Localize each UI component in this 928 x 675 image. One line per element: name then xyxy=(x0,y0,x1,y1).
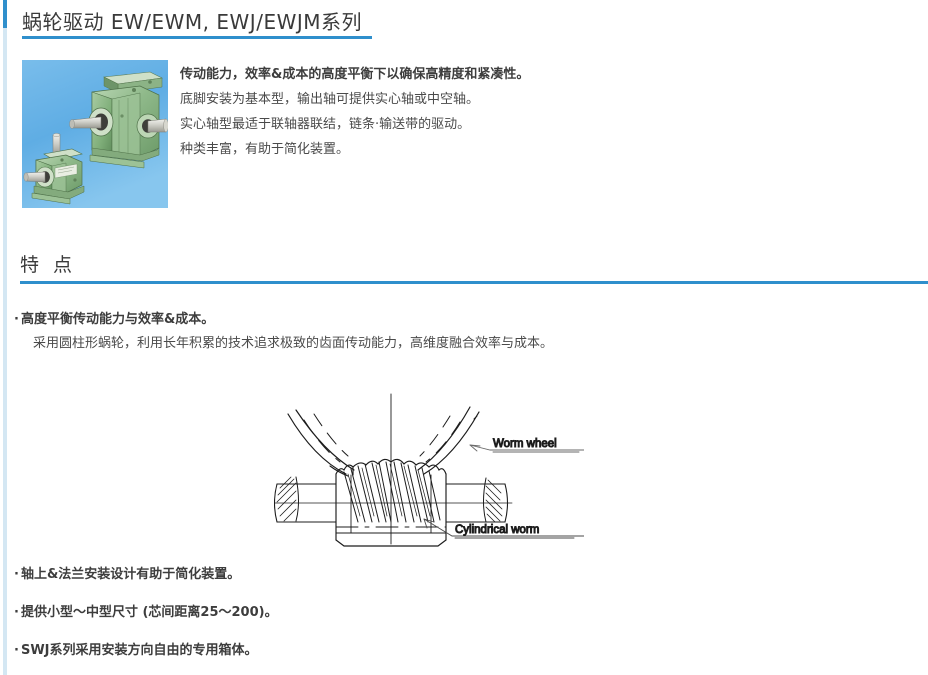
diagram-label-worm-wheel: Worm wheel xyxy=(493,438,557,450)
product-description: 传动能力，效率&成本的高度平衡下以确保高精度和紧凑性。 底脚安装为基本型，输出轴… xyxy=(180,62,900,162)
feature-item-4: ·SWJ系列采用安装方向自由的专用箱体。 xyxy=(14,639,258,658)
feature-item-3: ·提供小型～中型尺寸 (芯间距离25～200)。 xyxy=(14,601,278,620)
features-heading: 特 点 xyxy=(20,254,77,276)
left-accent-rail-highlight xyxy=(3,0,7,28)
feature-item-2-title: 轴上&法兰安装设计有助于简化装置。 xyxy=(20,567,241,582)
page-title: 蜗轮驱动 EW/EWM, EWJ/EWJM系列 xyxy=(22,10,363,34)
feature-item-1: ·高度平衡传动能力与效率&成本。 xyxy=(14,308,214,327)
feature-item-4-title: SWJ系列采用安装方向自由的专用箱体。 xyxy=(20,643,258,658)
product-description-line-3: 实心轴型最适于联轴器联结，链条·输送带的驱动。 xyxy=(180,117,471,132)
product-photo xyxy=(22,60,168,208)
feature-item-1-title: 高度平衡传动能力与效率&成本。 xyxy=(20,312,215,327)
product-description-line-2: 底脚安装为基本型，输出轴可提供实心轴或中空轴。 xyxy=(180,92,480,107)
diagram-label-cylindrical-worm: Cylindrical worm xyxy=(455,524,539,536)
worm-gear-diagram: Worm wheel Cylindrical worm xyxy=(274,392,584,562)
bullet-mark-icon: · xyxy=(14,312,19,327)
feature-item-1-detail: 采用圆柱形蜗轮，利用长年积累的技术追求极致的齿面传动能力，高维度融合效率与成本。 xyxy=(33,336,554,351)
feature-item-2: ·轴上&法兰安装设计有助于简化装置。 xyxy=(14,563,240,582)
product-description-lead: 传动能力，效率&成本的高度平衡下以确保高精度和紧凑性。 xyxy=(180,67,530,82)
bullet-mark-icon-2: · xyxy=(14,567,19,582)
feature-item-3-title: 提供小型～中型尺寸 (芯间距离25～200)。 xyxy=(20,605,278,620)
bullet-mark-icon-3: · xyxy=(14,605,19,620)
bullet-mark-icon-4: · xyxy=(14,643,19,658)
features-heading-underline xyxy=(20,281,928,284)
left-accent-rail xyxy=(3,0,7,675)
page-title-underline xyxy=(22,36,372,39)
product-description-line-4: 种类丰富，有助于简化装置。 xyxy=(180,142,350,157)
